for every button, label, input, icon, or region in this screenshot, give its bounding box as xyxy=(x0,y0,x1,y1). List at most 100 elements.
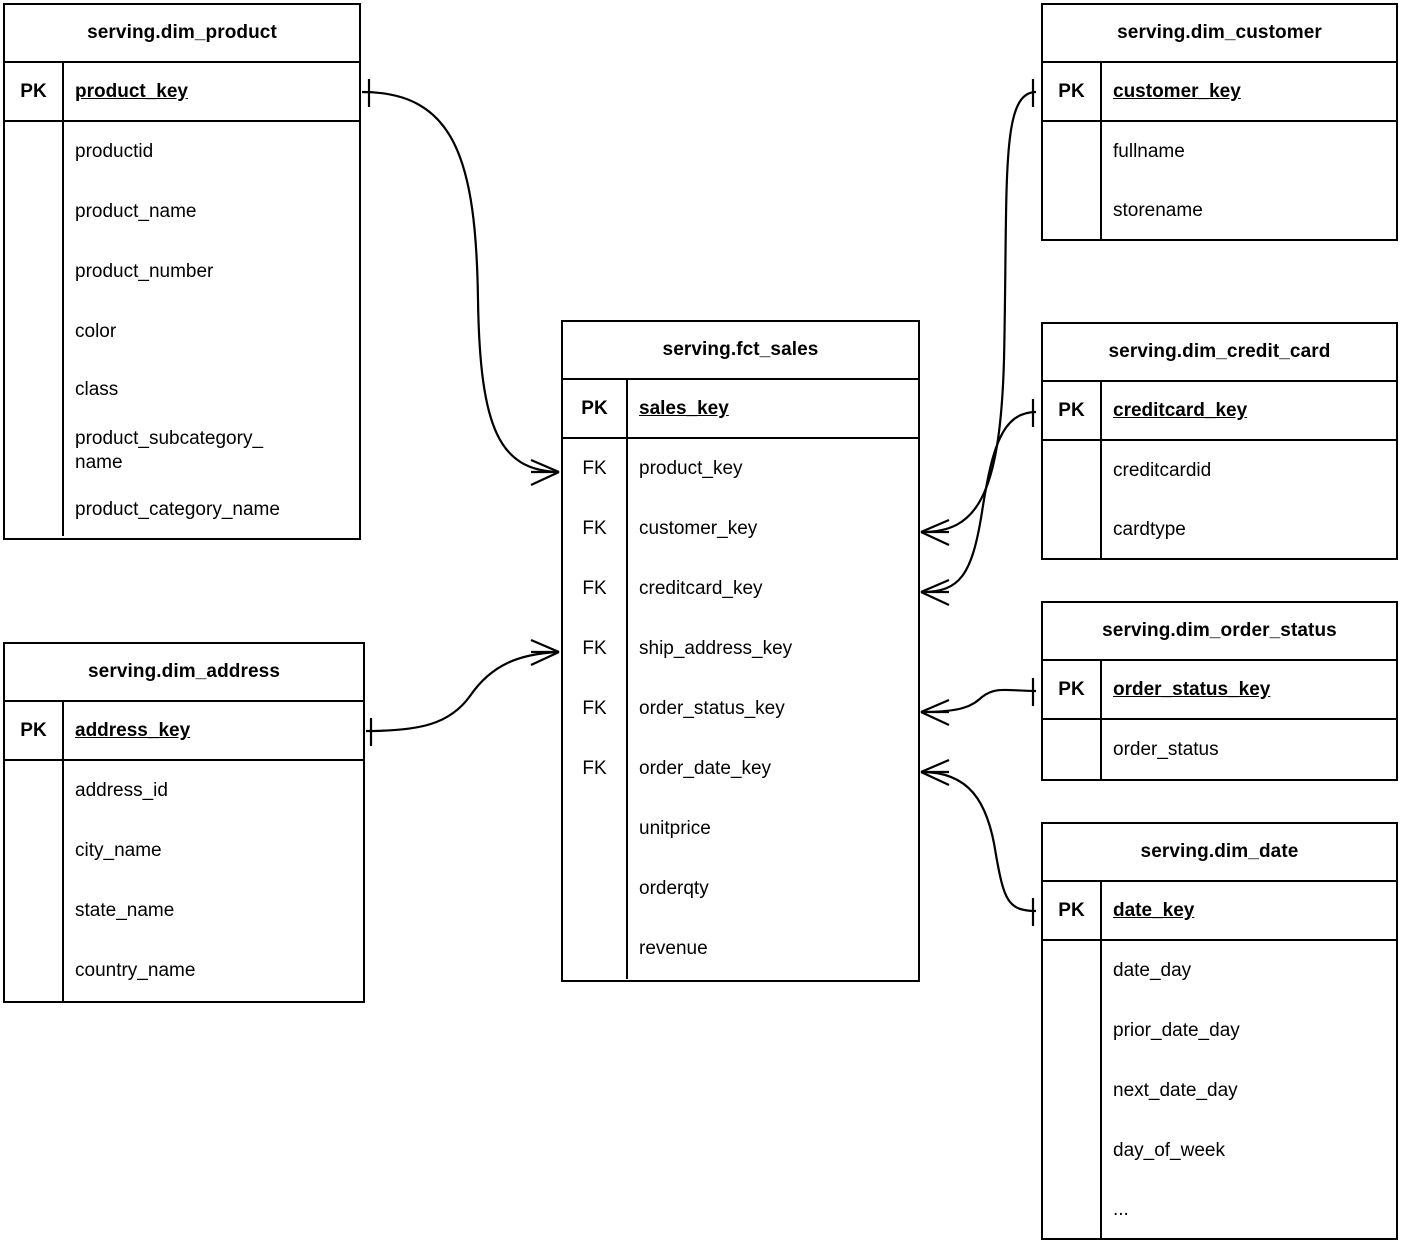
pk-row-dim-date: PK date_key xyxy=(1043,882,1396,941)
key-marker-blank xyxy=(5,881,64,941)
key-marker-blank xyxy=(1043,1181,1102,1239)
fk-marker: FK xyxy=(563,499,628,559)
entity-dim-order-status[interactable]: serving.dim_order_status PK order_status… xyxy=(1041,601,1398,781)
key-marker-blank xyxy=(1043,941,1102,1001)
key-marker-blank xyxy=(563,919,628,979)
relationship-line-order-status xyxy=(920,678,1037,726)
attribute-name: date_day xyxy=(1113,960,1192,982)
attribute-row: fullname xyxy=(1043,122,1396,182)
pk-marker: PK xyxy=(1043,382,1102,439)
pk-row-fct-sales: PK sales_key xyxy=(563,380,918,439)
key-marker-blank xyxy=(5,242,64,302)
key-marker-blank xyxy=(5,302,64,362)
fk-row: FK customer_key xyxy=(563,499,918,559)
attribute-list-dim-product: productid product_name product_number co… xyxy=(5,122,359,536)
fk-row: FK order_date_key xyxy=(563,739,918,799)
pk-marker: PK xyxy=(563,380,628,437)
attribute-row: product_subcategory_ name xyxy=(5,417,359,484)
attribute-list-dim-order-status: order_status xyxy=(1043,720,1396,779)
fk-marker: FK xyxy=(563,679,628,739)
key-marker-blank xyxy=(5,821,64,881)
key-marker-blank xyxy=(5,484,64,536)
attribute-name: day_of_week xyxy=(1113,1140,1225,1162)
key-marker-blank xyxy=(5,182,64,242)
entity-title-dim-product: serving.dim_product xyxy=(5,5,359,63)
pk-row-dim-address: PK address_key xyxy=(5,702,363,761)
attribute-name: productid xyxy=(75,141,154,163)
attribute-name: creditcardid xyxy=(1113,460,1212,482)
attribute-row: storename xyxy=(1043,182,1396,239)
fk-name-customer-key: customer_key xyxy=(639,518,758,540)
fk-marker: FK xyxy=(563,439,628,499)
attribute-name: product_number xyxy=(75,261,214,283)
entity-dim-customer[interactable]: serving.dim_customer PK customer_key ful… xyxy=(1041,3,1398,241)
attribute-row: city_name xyxy=(5,821,363,881)
attribute-list-dim-customer: fullname storename xyxy=(1043,122,1396,239)
entity-dim-product[interactable]: serving.dim_product PK product_key produ… xyxy=(3,3,361,540)
pk-row-dim-product: PK product_key xyxy=(5,63,359,122)
key-marker-blank xyxy=(563,859,628,919)
attribute-row: date_day xyxy=(1043,941,1396,1001)
attribute-name: product_subcategory_ name xyxy=(75,428,264,473)
attribute-name: next_date_day xyxy=(1113,1080,1238,1102)
fk-row: FK order_status_key xyxy=(563,679,918,739)
key-marker-blank xyxy=(1043,441,1102,501)
attribute-row: product_number xyxy=(5,242,359,302)
attribute-list-dim-credit-card: creditcardid cardtype xyxy=(1043,441,1396,558)
attribute-list-dim-address: address_id city_name state_name country_… xyxy=(5,761,363,1001)
fk-row: FK creditcard_key xyxy=(563,559,918,619)
key-marker-blank xyxy=(5,761,64,821)
attribute-name: product_category_name xyxy=(75,499,280,521)
fk-name-product-key: product_key xyxy=(639,458,743,480)
attribute-row: cardtype xyxy=(1043,501,1396,558)
fk-row: FK ship_address_key xyxy=(563,619,918,679)
attribute-list-dim-date: date_day prior_date_day next_date_day da… xyxy=(1043,941,1396,1239)
attribute-row: state_name xyxy=(5,881,363,941)
relationship-line-product xyxy=(361,79,560,486)
fk-name-ship-address-key: ship_address_key xyxy=(639,638,793,660)
attribute-row: next_date_day xyxy=(1043,1061,1396,1121)
pk-marker: PK xyxy=(5,63,64,120)
attribute-row: product_name xyxy=(5,182,359,242)
fk-name-order-date-key: order_date_key xyxy=(639,758,772,780)
key-marker-blank xyxy=(1043,501,1102,558)
entity-dim-credit-card[interactable]: serving.dim_credit_card PK creditcard_ke… xyxy=(1041,322,1398,560)
attribute-name: fullname xyxy=(1113,141,1185,163)
attribute-name: country_name xyxy=(75,960,196,982)
pk-marker: PK xyxy=(1043,661,1102,718)
attribute-name: order_status xyxy=(1113,738,1219,760)
key-marker-blank xyxy=(1043,122,1102,182)
attribute-name: color xyxy=(75,321,117,343)
attribute-row: prior_date_day xyxy=(1043,1001,1396,1061)
entity-dim-address[interactable]: serving.dim_address PK address_key addre… xyxy=(3,642,365,1003)
attribute-row: product_category_name xyxy=(5,484,359,536)
attribute-name: cardtype xyxy=(1113,518,1186,540)
fk-marker: FK xyxy=(563,559,628,619)
entity-title-dim-customer: serving.dim_customer xyxy=(1043,5,1396,63)
relationship-line-customer xyxy=(920,79,1037,546)
pk-name-product-key: product_key xyxy=(75,80,188,102)
crowsfoot-order-status xyxy=(920,698,950,726)
key-marker-blank xyxy=(1043,182,1102,239)
entity-title-dim-date: serving.dim_date xyxy=(1043,824,1396,882)
attribute-row: creditcardid xyxy=(1043,441,1396,501)
pk-name-order-status-key: order_status_key xyxy=(1113,678,1271,700)
entity-fct-sales[interactable]: serving.fct_sales PK sales_key FK produc… xyxy=(561,320,920,982)
pk-row-dim-order-status: PK order_status_key xyxy=(1043,661,1396,720)
attribute-name: ... xyxy=(1113,1199,1129,1221)
pk-name-creditcard-key: creditcard_key xyxy=(1113,399,1248,421)
attribute-name: prior_date_day xyxy=(1113,1020,1240,1042)
measure-name-orderqty: orderqty xyxy=(639,878,709,900)
attribute-row: day_of_week xyxy=(1043,1121,1396,1181)
relationship-line-date xyxy=(920,758,1037,926)
measure-name-revenue: revenue xyxy=(639,938,708,960)
pk-name-address-key: address_key xyxy=(75,719,191,741)
crowsfoot-date xyxy=(920,758,950,786)
key-marker-blank xyxy=(5,362,64,417)
attribute-name: state_name xyxy=(75,900,175,922)
attribute-row: color xyxy=(5,302,359,362)
measure-row: unitprice xyxy=(563,799,918,859)
entity-dim-date[interactable]: serving.dim_date PK date_key date_day pr… xyxy=(1041,822,1398,1240)
fk-marker: FK xyxy=(563,619,628,679)
